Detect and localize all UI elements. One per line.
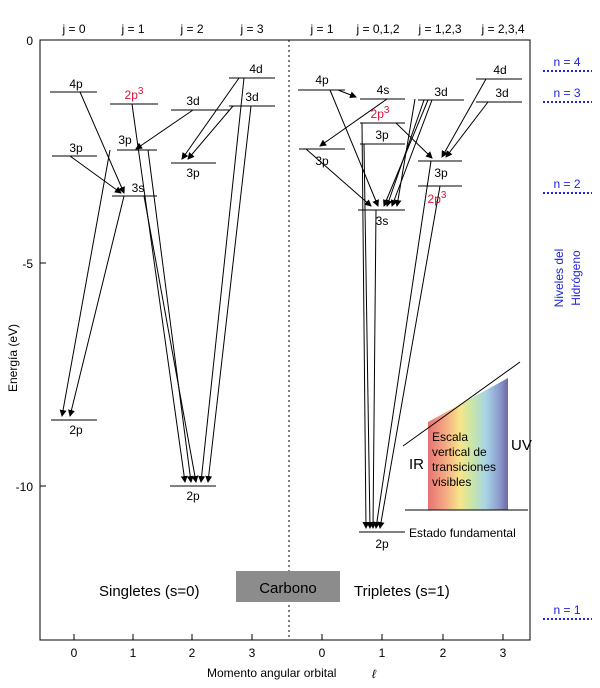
carbono-label: Carbono bbox=[259, 580, 317, 597]
x-axis-symbol: ℓ bbox=[372, 667, 377, 681]
x-tick-label: 0 bbox=[71, 646, 78, 660]
hydrogen-title-line1: Niveles del bbox=[552, 249, 566, 308]
y-tick-label: -10 bbox=[16, 480, 34, 494]
x-axis: 0 1 2 3 0 1 2 3 Momento angular orbital … bbox=[71, 634, 507, 681]
level-label: 4d bbox=[249, 62, 262, 76]
level-label: 2p bbox=[69, 423, 83, 437]
singlets-label: Singletes (s=0) bbox=[99, 583, 199, 600]
level-label: 2p bbox=[375, 537, 389, 551]
j-header: j = 2 bbox=[179, 22, 203, 36]
ground-state-label: Estado fundamental bbox=[409, 526, 516, 540]
level-label: 4p bbox=[69, 77, 83, 91]
hydrogen-level-label: n = 2 bbox=[553, 177, 580, 191]
level-label: 3p bbox=[315, 154, 329, 168]
j-header: j = 3 bbox=[239, 22, 263, 36]
carbono-box bbox=[236, 571, 340, 602]
hydrogen-level-label: n = 4 bbox=[553, 55, 580, 69]
level-label: 4p bbox=[315, 73, 329, 87]
level-label: 3d bbox=[495, 86, 508, 100]
x-tick-label: 3 bbox=[500, 646, 507, 660]
singlet-transitions bbox=[59, 77, 252, 483]
triplets-label: Tripletes (s=1) bbox=[354, 583, 450, 600]
hydrogen-levels: n = 4 n = 3 n = 2 n = 1 Niveles del Hidr… bbox=[543, 55, 592, 620]
level-label: 3s bbox=[376, 214, 389, 228]
spectrum-text-line: transiciones bbox=[432, 460, 496, 474]
level-label: 4s bbox=[377, 83, 390, 97]
level-label: 3p bbox=[434, 166, 448, 180]
hydrogen-title-line2: Hidrógeno bbox=[569, 250, 583, 306]
x-tick-label: 1 bbox=[379, 646, 386, 660]
spectrum-text-line: visibles bbox=[432, 475, 471, 489]
spectrum-text-line: vertical de bbox=[432, 445, 487, 459]
j-header: j = 1 bbox=[309, 22, 333, 36]
level-label: 3p bbox=[69, 141, 83, 155]
level-label: 3d bbox=[245, 90, 258, 104]
level-label-highlight: 2p3 bbox=[125, 86, 144, 102]
level-label: 3p bbox=[375, 128, 389, 142]
uv-label: UV bbox=[511, 437, 532, 454]
level-label-highlight: 2p3 bbox=[428, 190, 447, 206]
triplet-transitions bbox=[305, 78, 489, 529]
plot-frame bbox=[39, 39, 531, 641]
x-axis-title: Momento angular orbital bbox=[207, 666, 336, 680]
singlet-levels: 4p 2p3 3d 4d 3d 3p 3p 3s 3p 2p 2p bbox=[50, 62, 275, 503]
x-tick-label: 0 bbox=[319, 646, 326, 660]
level-label: 3p bbox=[186, 166, 200, 180]
y-tick-label: 0 bbox=[26, 34, 33, 48]
triplet-levels: 4p 4s 2p3 3d 4d 3d 3p 3p 3p 3s 2p3 2p bbox=[298, 63, 522, 551]
level-label: 3d bbox=[186, 94, 199, 108]
y-axis: 0 -5 -10 Energía (eV) bbox=[6, 34, 46, 494]
x-tick-label: 2 bbox=[440, 646, 447, 660]
x-tick-label: 1 bbox=[130, 646, 137, 660]
level-label: 3p bbox=[118, 133, 132, 147]
level-label: 3d bbox=[434, 85, 447, 99]
spectrum-text-line: Escala bbox=[432, 430, 468, 444]
x-tick-label: 3 bbox=[249, 646, 256, 660]
j-header: j = 1 bbox=[120, 22, 144, 36]
j-headers: j = 0 j = 1 j = 2 j = 3 j = 1 j = 0,1,2 … bbox=[61, 22, 524, 36]
visible-spectrum-scale: IR UV Escala vertical de transiciones vi… bbox=[402, 361, 532, 511]
hydrogen-level-label: n = 1 bbox=[553, 603, 580, 617]
hydrogen-level-label: n = 3 bbox=[553, 86, 580, 100]
j-header: j = 2,3,4 bbox=[480, 22, 524, 36]
j-header: j = 1,2,3 bbox=[417, 22, 461, 36]
j-header: j = 0 bbox=[61, 22, 85, 36]
level-label: 3s bbox=[132, 181, 145, 195]
y-tick-label: -5 bbox=[22, 257, 33, 271]
level-label: 4d bbox=[493, 63, 506, 77]
level-label: 2p bbox=[186, 489, 200, 503]
level-label-highlight: 2p3 bbox=[371, 105, 390, 121]
j-header: j = 0,1,2 bbox=[355, 22, 399, 36]
ir-label: IR bbox=[409, 456, 424, 473]
y-axis-title: Energía (eV) bbox=[6, 324, 20, 392]
x-tick-label: 2 bbox=[189, 646, 196, 660]
